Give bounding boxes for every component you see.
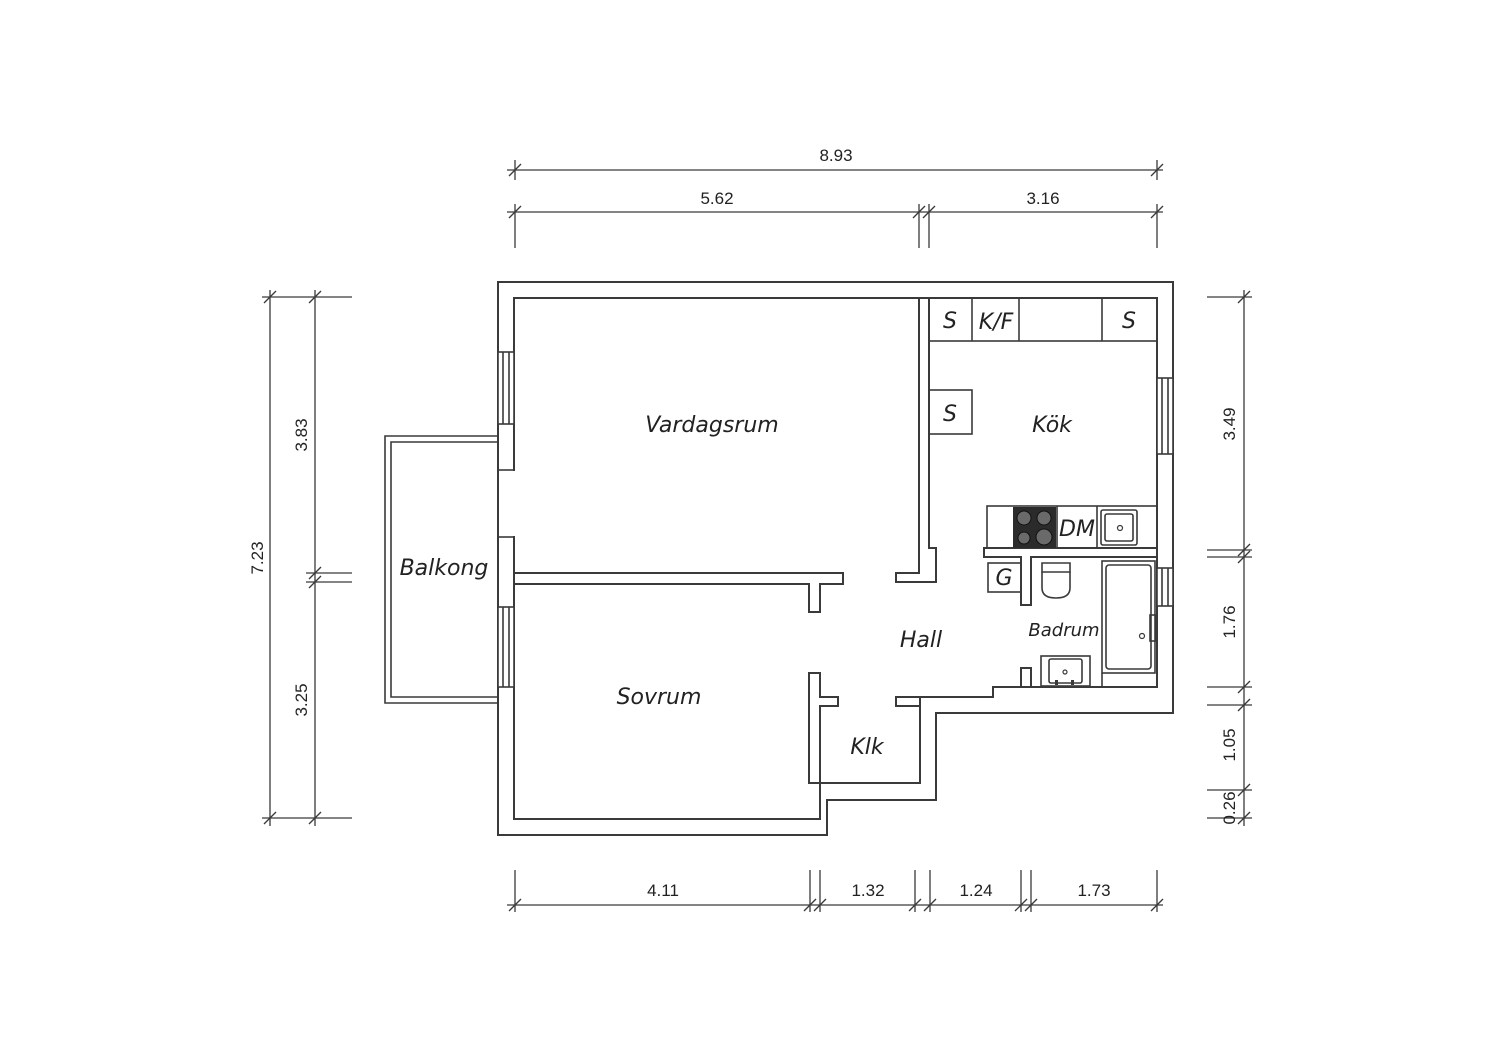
dim-bottom-3: 1.24 <box>959 881 992 900</box>
dim-right-4: 0.26 <box>1220 791 1239 824</box>
dim-left-total: 7.23 <box>248 541 267 574</box>
dim-top-total: 8.93 <box>819 146 852 165</box>
room-kok: Kök <box>1032 413 1073 438</box>
room-klk: Klk <box>850 735 885 760</box>
toilet-icon <box>1041 562 1071 599</box>
room-badrum: Badrum <box>1028 620 1099 641</box>
dim-right-1: 3.49 <box>1220 407 1239 440</box>
dimension-left: 7.23 3.83 3.25 <box>248 290 352 826</box>
window-bedroom <box>497 606 515 688</box>
kitchen-counter-bottom <box>986 505 1158 549</box>
dim-bottom-4: 1.73 <box>1077 881 1110 900</box>
dimension-right: 3.49 1.76 1.05 0.26 <box>1207 290 1252 826</box>
fixture-s1: S <box>943 309 957 334</box>
window-living <box>497 351 515 425</box>
dim-left-upper: 3.83 <box>292 418 311 451</box>
stove-icon <box>1013 507 1056 548</box>
dim-bottom-1: 4.11 <box>647 881 679 900</box>
fixture-s2: S <box>1122 309 1136 334</box>
g-cabinet <box>987 562 1022 593</box>
fixture-kf: K/F <box>979 310 1014 335</box>
bathtub-icon <box>1101 560 1157 674</box>
fixture-s3: S <box>943 402 957 427</box>
dim-left-lower: 3.25 <box>292 683 311 716</box>
kitchen-sink-icon <box>1100 509 1138 546</box>
outer-wall <box>497 281 1174 836</box>
room-sovrum: Sovrum <box>617 685 702 710</box>
kitchen-counter-top <box>928 297 1158 342</box>
window-kitchen <box>1156 377 1174 455</box>
dim-right-2: 1.76 <box>1220 605 1239 638</box>
window-bathroom <box>1156 567 1174 607</box>
dimension-top: 8.93 5.62 3.16 <box>507 146 1164 248</box>
room-vardagsrum: Vardagsrum <box>645 413 778 438</box>
dim-bottom-2: 1.32 <box>851 881 884 900</box>
balcony <box>384 435 498 704</box>
dimension-bottom: 4.11 1.32 1.24 1.73 <box>507 870 1164 912</box>
fixture-dm: DM <box>1059 517 1095 542</box>
fixture-g: G <box>995 566 1012 591</box>
room-hall: Hall <box>900 628 942 653</box>
interior-walls <box>498 297 1158 784</box>
dim-top-left: 5.62 <box>700 189 733 208</box>
bathroom-sink-icon <box>1040 655 1091 687</box>
dim-right-3: 1.05 <box>1220 728 1239 761</box>
kitchen-cabinet <box>928 389 973 435</box>
dim-top-right: 3.16 <box>1026 189 1059 208</box>
room-balkong: Balkong <box>400 556 489 581</box>
